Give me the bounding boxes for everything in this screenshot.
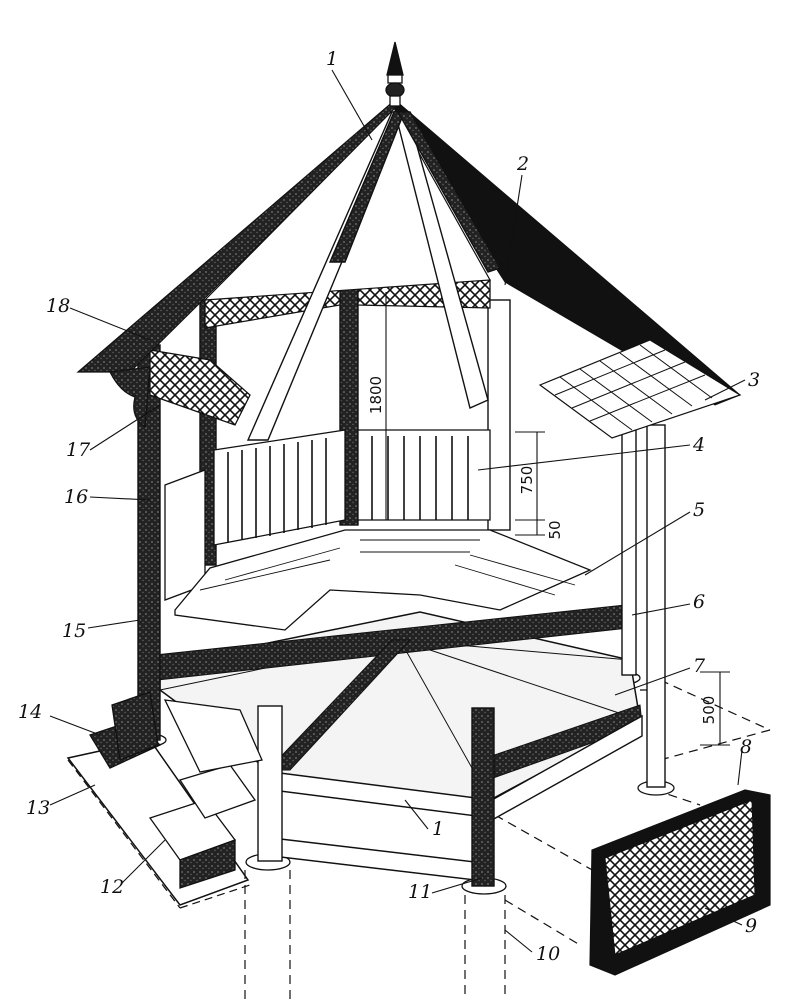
dim-750: 750 [518,466,536,495]
bench [174,529,592,631]
callout-13: 13 [26,797,50,819]
leader-lines [49,69,746,953]
callout-4: 4 [692,434,705,456]
callout-17: 17 [66,439,91,461]
callout-5: 5 [693,499,705,521]
callout-14: 14 [18,701,42,723]
dim-500: 500 [700,696,718,725]
dimension-lines [385,292,730,746]
dim-1800: 1800 [367,376,385,414]
finial [385,41,405,107]
callout-3: 3 [748,369,760,391]
eave-bracket [109,366,151,429]
callout-1-top: 1 [326,48,338,70]
callout-16: 16 [64,486,88,508]
foundation-dashed-lines [244,679,771,1000]
callout-15: 15 [62,620,86,642]
stairs [89,691,263,889]
callout-1-bottom: 1 [432,818,444,840]
roof-eave-tiles [538,339,742,439]
callout-7: 7 [693,655,706,677]
roof-surface-right [394,98,741,406]
callout-11: 11 [408,881,432,903]
callout-numbers: 1 2 3 4 5 6 7 8 9 10 11 12 13 14 15 16 1… [18,48,760,965]
callout-8: 8 [740,736,752,758]
railing-panels [164,429,491,601]
dim-50: 50 [546,520,564,539]
dimension-texts: 1800 750 50 500 [367,376,718,724]
callout-9: 9 [745,915,757,937]
callout-18: 18 [46,295,70,317]
callout-10: 10 [536,943,560,965]
callout-12: 12 [100,876,124,898]
callout-2: 2 [516,153,529,175]
callout-6: 6 [693,591,705,613]
lattice-panel-detail [589,789,771,976]
floor-rim-beam [271,714,643,883]
rafters [246,109,502,441]
